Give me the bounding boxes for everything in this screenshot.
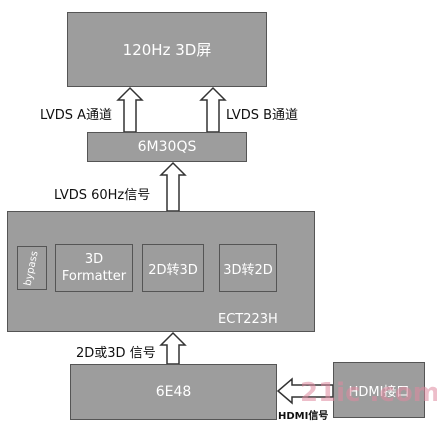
formatter-block: 3D Formatter <box>55 244 133 292</box>
arrow-lvds-60hz <box>159 161 187 212</box>
arrow-lvds-a <box>116 86 144 133</box>
ect223h-label: ECT223H <box>218 312 278 327</box>
convert-2d-to-3d-label: 2D转3D <box>148 262 198 278</box>
screen-label: 120Hz 3D屏 <box>122 41 212 59</box>
hdmi-port-block: HDMI接口 <box>333 362 425 418</box>
chip-6e48-label: 6E48 <box>155 384 192 400</box>
hdmi-port-label: HDMI接口 <box>348 384 410 400</box>
bypass-label: bypass <box>22 249 42 287</box>
watermark: 21ic .com <box>300 378 437 408</box>
lvds-60hz-label: LVDS 60Hz信号 <box>54 188 151 203</box>
convert-3d-to-2d-block: 3D转2D <box>219 244 277 292</box>
arrow-hdmi-signal <box>276 377 334 405</box>
signal-2d3d-label: 2D或3D 信号 <box>76 346 156 361</box>
formatter-line2: Formatter <box>61 269 127 284</box>
arrow-lvds-b <box>199 86 227 133</box>
hdmi-signal-label: HDMI信号 <box>278 411 329 422</box>
chip-6m30qs-label: 6M30QS <box>137 139 197 155</box>
screen-120hz-3d-block: 120Hz 3D屏 <box>67 12 267 87</box>
arrow-2d3d-signal <box>159 331 187 365</box>
formatter-line1: 3D <box>84 252 104 267</box>
convert-3d-to-2d-label: 3D转2D <box>223 262 273 278</box>
lvds-a-label: LVDS A通道 <box>40 108 112 123</box>
bypass-block: bypass <box>17 246 47 290</box>
chip-6e48-block: 6E48 <box>70 364 277 420</box>
chip-6m30qs-block: 6M30QS <box>87 132 247 162</box>
lvds-b-label: LVDS B通道 <box>226 108 299 123</box>
convert-2d-to-3d-block: 2D转3D <box>142 244 204 292</box>
